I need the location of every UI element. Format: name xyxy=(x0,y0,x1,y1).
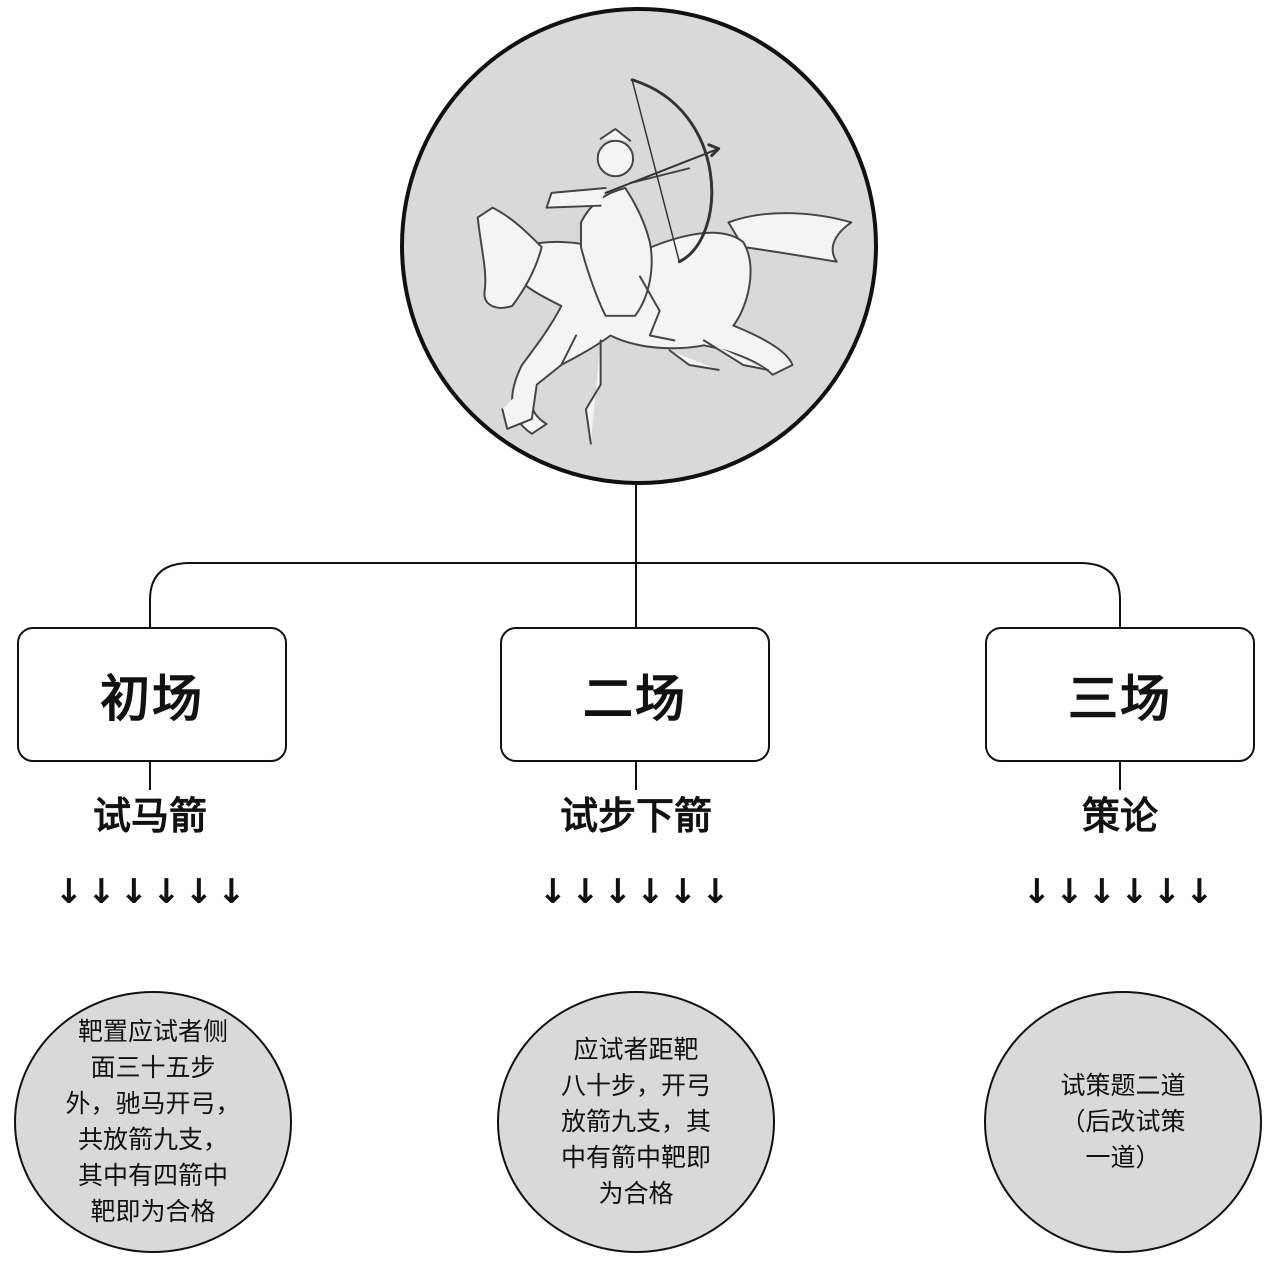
stage-description-circle: 应试者距靶 八十步，开弓 放箭九支，其 中有箭中靶即 为合格 xyxy=(497,991,775,1253)
archer-on-horse-icon xyxy=(476,78,853,445)
stage-description: 应试者距靶 八十步，开弓 放箭九支，其 中有箭中靶即 为合格 xyxy=(560,1035,711,1208)
stage-subtitle: 策论 xyxy=(1081,793,1158,838)
down-arrows-icon: ↓↓↓↓↓↓ xyxy=(538,872,734,912)
stage-description-circle: 试策题二道 （后改试策 一道） xyxy=(984,991,1262,1253)
down-arrows-icon: ↓↓↓↓↓↓ xyxy=(1022,872,1218,912)
stage-subtitle: 试马箭 xyxy=(92,793,207,838)
stage-title: 三场 xyxy=(1068,668,1172,728)
down-arrows-icon: ↓↓↓↓↓↓ xyxy=(54,872,250,912)
stage-description: 试策题二道 （后改试策 一道） xyxy=(1060,1071,1186,1172)
stage-subtitle: 试步下箭 xyxy=(559,793,712,838)
stage-box-third: 三场 xyxy=(985,627,1255,762)
stage-description: 靶置应试者侧 面三十五步 外，驰马开弓， 共放箭九支， 其中有四箭中 靶即为合格 xyxy=(65,1017,241,1226)
stage-title: 二场 xyxy=(583,668,687,728)
stage-box-first: 初场 xyxy=(17,627,287,762)
mounted-archer-illustration xyxy=(400,7,878,485)
stage-title: 初场 xyxy=(100,668,204,728)
stage-description-circle: 靶置应试者侧 面三十五步 外，驰马开弓， 共放箭九支， 其中有四箭中 靶即为合格 xyxy=(14,991,292,1253)
stage-box-second: 二场 xyxy=(500,627,770,762)
